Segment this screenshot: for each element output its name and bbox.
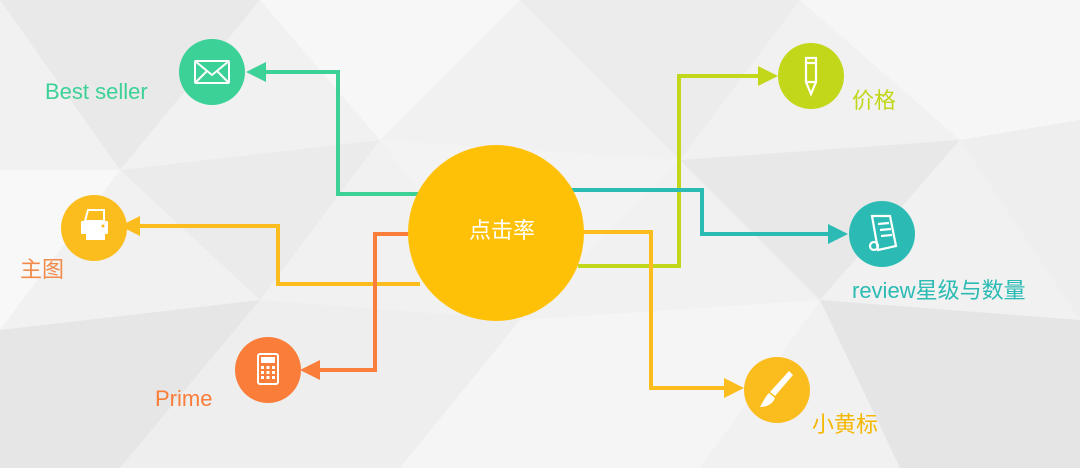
pencil-icon <box>804 56 818 97</box>
node-prime <box>235 337 301 403</box>
node-price <box>778 43 844 109</box>
connectors <box>120 62 848 398</box>
label-small-yellow-badge: 小黄标 <box>812 412 879 437</box>
connector-best-seller <box>246 62 420 196</box>
label-main-image: 主图 <box>20 257 65 282</box>
node-best-seller <box>179 39 245 105</box>
connector-prime <box>300 232 412 380</box>
scroll-icon <box>868 214 898 252</box>
connector-review <box>568 188 848 244</box>
node-review <box>849 201 915 267</box>
calculator-icon <box>257 353 279 385</box>
center-label: 点击率 <box>468 218 535 243</box>
label-prime: Prime <box>155 386 213 411</box>
mail-icon <box>194 60 230 84</box>
connector-price <box>578 66 778 268</box>
connector-small-yellow-badge <box>582 230 744 398</box>
printer-icon <box>81 209 108 240</box>
node-main-image <box>61 195 127 261</box>
brush-icon <box>760 371 793 407</box>
label-best-seller: Best seller <box>45 79 148 104</box>
label-price: 价格 <box>852 88 897 113</box>
center-node <box>408 145 584 321</box>
node-small-yellow-badge <box>744 357 810 423</box>
connector-main-image <box>120 216 420 286</box>
label-review: review星级与数量 <box>852 278 1026 303</box>
